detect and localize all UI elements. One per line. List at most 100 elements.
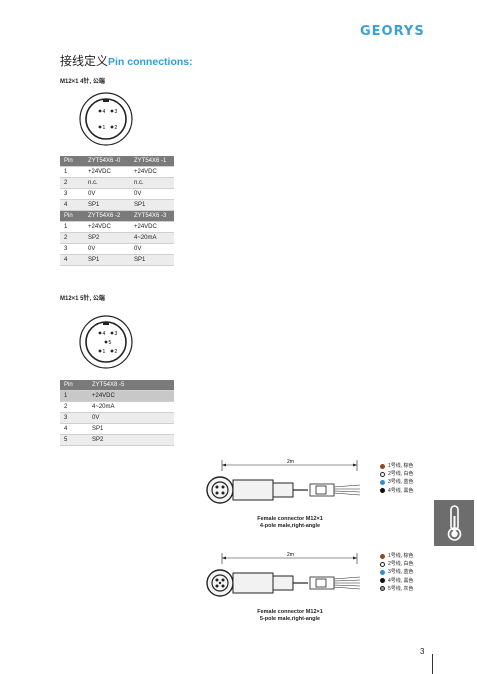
table-cell: 0V — [88, 412, 174, 424]
table-cell: 2 — [60, 177, 84, 189]
section2-label: M12×1 5针, 公端 — [60, 296, 105, 302]
table-row: 1 +24VDC +24VDC — [60, 166, 174, 178]
brand-logo: GEORYS — [360, 24, 425, 39]
legend-label: 3号线, 蓝色 — [388, 569, 414, 576]
table-cell: n.c. — [84, 177, 130, 189]
table-row: 3 0V 0V — [60, 243, 174, 255]
pin-label: 3 — [115, 331, 118, 337]
wire-dot-icon — [380, 561, 385, 567]
legend-item: 3号线, 蓝色 — [380, 478, 414, 486]
pin-label: 1 — [103, 349, 106, 355]
table-header-cell: Pin — [60, 380, 88, 391]
connector2-caption: Female connector M12×1 5-pole male,right… — [240, 609, 340, 623]
pin-diagram-5pole: 4 3 5 1 2 — [79, 315, 133, 369]
table-row: 1 +24VDC +24VDC — [60, 221, 174, 233]
pin-label: 2 — [115, 125, 118, 131]
table-row: 3 0V — [60, 412, 174, 424]
table-header-cell: ZYT54X6 -3 — [130, 210, 174, 222]
legend-item: 3号线, 蓝色 — [380, 568, 414, 576]
table-cell: SP1 — [130, 254, 174, 266]
cable-length-label: 2m — [287, 459, 294, 465]
legend-label: 2号线, 白色 — [388, 471, 414, 478]
wire-legend-2: 1号线, 棕色 2号线, 白色 3号线, 蓝色 4号线, 黑色 5号线, 灰色 — [380, 552, 414, 593]
table-cell: 2 — [60, 232, 84, 244]
table-cell: +24VDC — [84, 221, 130, 233]
legend-label: 3号线, 蓝色 — [388, 479, 414, 486]
title-cn: 接线定义 — [60, 54, 109, 68]
table-cell: 1 — [60, 390, 88, 402]
legend-label: 4号线, 黑色 — [388, 487, 414, 494]
page-divider — [432, 654, 433, 674]
pin-label: 4 — [103, 109, 106, 115]
legend-label: 1号线, 棕色 — [388, 463, 414, 469]
legend-item: 1号线, 棕色 — [380, 462, 414, 470]
table-cell: SP2 — [84, 232, 130, 244]
pin-label: 3 — [115, 109, 118, 115]
legend-item: 4号线, 黑色 — [380, 487, 414, 495]
table-cell: +24VDC — [130, 221, 174, 233]
table-cell: 1 — [60, 166, 84, 178]
caption-line: 4-pole male,right-angle — [259, 523, 321, 529]
legend-item: 4号线, 黑色 — [380, 577, 414, 585]
table-cell: +24VDC — [130, 166, 174, 178]
table-cell: 4 — [60, 199, 84, 211]
table-header-row: Pin ZYT54X8 -5 — [60, 380, 174, 391]
connector-drawing-4pole: 2m — [206, 459, 361, 504]
table-row: 1 +24VDC — [60, 390, 174, 402]
table-cell: 0V — [84, 243, 130, 255]
caption-line: Female connector M12×1 — [257, 609, 323, 615]
table-cell: SP1 — [84, 254, 130, 266]
table-cell: 0V — [130, 243, 174, 255]
table-cell: 3 — [60, 243, 84, 255]
legend-label: 5号线, 灰色 — [388, 585, 414, 592]
table-row: 3 0V 0V — [60, 188, 174, 200]
legend-item: 2号线, 白色 — [380, 470, 414, 478]
pin-label: 5 — [109, 340, 112, 346]
table-cell: n.c. — [130, 177, 174, 189]
section1-label: M12×1 4针, 公端 — [60, 79, 105, 85]
pin-label: 1 — [103, 125, 106, 131]
table-cell: 0V — [130, 188, 174, 200]
table-header-cell: ZYT54X8 -5 — [88, 380, 174, 391]
legend-label: 4号线, 黑色 — [388, 577, 414, 584]
page-title: 接线定义Pin connections: — [60, 52, 193, 69]
wire-dot-icon — [380, 463, 385, 469]
wire-dot-icon — [380, 488, 385, 494]
wire-dot-icon — [380, 471, 385, 477]
legend-label: 2号线, 白色 — [388, 561, 414, 568]
table-row: 2 SP2 4~20mA — [60, 232, 174, 244]
side-tab — [434, 500, 474, 546]
table-cell: +24VDC — [88, 390, 174, 402]
table-header-row: Pin ZYT54X6 -0 ZYT54X6 -1 — [60, 156, 174, 167]
table-cell: 0V — [84, 188, 130, 200]
table-cell: 5 — [60, 434, 88, 446]
wire-dot-icon — [380, 479, 385, 485]
thermometer-icon — [447, 505, 462, 541]
table-cell: SP1 — [130, 199, 174, 211]
wire-dot-icon — [380, 553, 385, 559]
pin-label: 4 — [103, 331, 106, 337]
table-cell: 4~20mA — [130, 232, 174, 244]
caption-line: Female connector M12×1 — [257, 516, 323, 522]
table-header-cell: ZYT54X6 -0 — [84, 156, 130, 167]
page-number: 3 — [420, 647, 425, 656]
table-cell: 2 — [60, 401, 88, 413]
table-cell: 4~20mA — [88, 401, 174, 413]
legend-item: 1号线, 棕色 — [380, 552, 414, 560]
legend-item: 2号线, 白色 — [380, 560, 414, 568]
table-row: 2 4~20mA — [60, 401, 174, 413]
table-cell: 3 — [60, 412, 88, 424]
wire-dot-icon — [380, 578, 385, 584]
table-header-cell: Pin — [60, 156, 84, 167]
table-cell: SP1 — [88, 423, 174, 435]
table-cell: SP1 — [84, 199, 130, 211]
table-row: 4 SP1 SP1 — [60, 199, 174, 211]
table-cell: SP2 — [88, 434, 174, 446]
table-cell: 1 — [60, 221, 84, 233]
legend-label: 1号线, 棕色 — [388, 553, 414, 559]
wire-dot-icon — [380, 569, 385, 575]
table-header-cell: ZYT54X6 -2 — [84, 210, 130, 222]
table-cell: 3 — [60, 188, 84, 200]
connector1-caption: Female connector M12×1 4-pole male,right… — [240, 516, 340, 530]
pin-diagram-4pole: 4 3 1 2 — [79, 92, 133, 146]
